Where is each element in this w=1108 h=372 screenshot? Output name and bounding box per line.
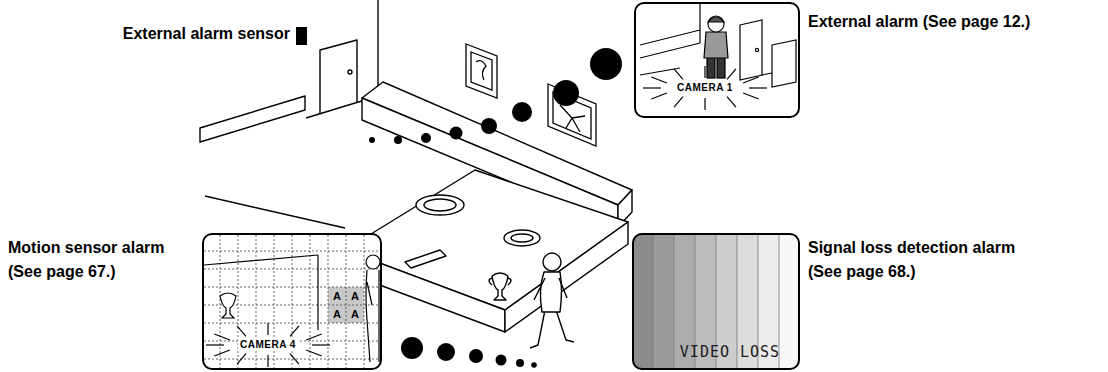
color-bars	[632, 233, 800, 370]
motion-signal-dots	[401, 337, 537, 368]
callout-label: External alarm (See page 12.)	[808, 10, 1030, 34]
wall-pictures	[466, 44, 596, 146]
callout-label: Motion sensor alarm (See page 67.)	[8, 236, 193, 284]
display-platform	[345, 170, 628, 332]
visitor-figure	[530, 253, 574, 348]
camera-title: CAMERA 4	[238, 339, 298, 351]
camera-title: CAMERA 1	[675, 82, 735, 94]
motion-mark: A	[351, 308, 359, 321]
external-alarm-screen-picture	[634, 2, 800, 118]
monitor-screen: CAMERA 1	[634, 2, 800, 118]
motion-screen-picture	[202, 233, 382, 370]
sensor-label: External alarm sensor	[123, 22, 290, 46]
motion-mark: A	[333, 308, 341, 321]
motion-mark: A	[333, 290, 341, 303]
monitor-screen: CAMERA 4 AAAA	[202, 233, 382, 370]
callout-label: Signal loss detection alarm (See page 68…	[808, 236, 1053, 284]
video-loss-message: VIDEO LOSS	[680, 344, 780, 361]
sensor-symbol	[296, 27, 307, 45]
monitor-screen: VIDEO LOSS	[632, 233, 800, 370]
alarm-signal-dots	[369, 48, 622, 144]
motion-mark: A	[351, 290, 359, 303]
